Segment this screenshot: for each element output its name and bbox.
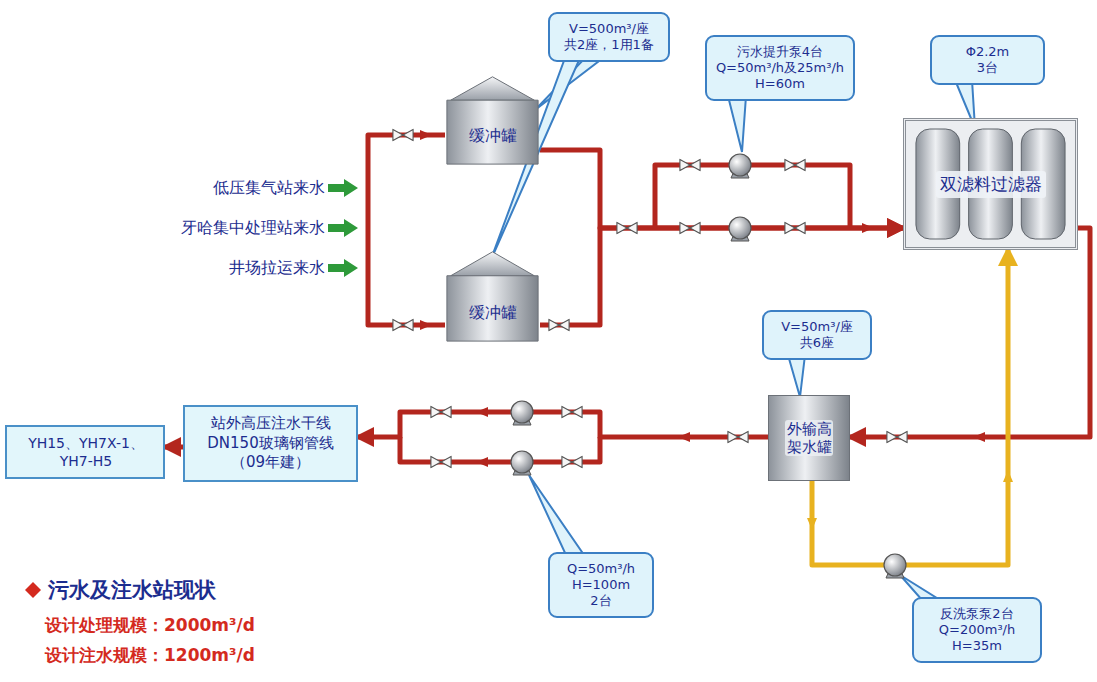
design-capacity-note: 设计注水规模：1200m³/d bbox=[45, 644, 255, 667]
valve-symbol bbox=[393, 320, 413, 331]
valve-symbol bbox=[680, 160, 700, 171]
callout-tail bbox=[788, 355, 805, 397]
title-bullet bbox=[25, 582, 41, 598]
flow-arrow bbox=[678, 432, 690, 442]
valve-symbol bbox=[431, 407, 451, 418]
design-capacity-note: 设计处理规模：2000m³/d bbox=[45, 614, 255, 637]
node-text: V=50m³/座 共6座 bbox=[777, 319, 857, 351]
node-text: 反洗泵泵2台 Q=200m³/h H=35m bbox=[932, 606, 1022, 654]
valve-symbol bbox=[549, 320, 569, 331]
injection-branch-pipe bbox=[400, 437, 600, 462]
node-text: 双滤料过滤器 bbox=[936, 171, 1046, 198]
pump-symbol bbox=[884, 554, 906, 578]
pump-branch-pipe bbox=[655, 165, 850, 228]
flow-arrow bbox=[420, 130, 432, 140]
valve-symbol bbox=[680, 223, 700, 234]
valve-symbol bbox=[431, 457, 451, 468]
callout-tail bbox=[529, 475, 584, 555]
flow-arrow bbox=[476, 407, 488, 417]
process-pipe bbox=[540, 150, 903, 228]
valve-symbol bbox=[393, 130, 413, 141]
flow-arrow bbox=[420, 320, 432, 330]
process-pipe bbox=[165, 445, 183, 450]
tank-roof bbox=[451, 252, 535, 276]
pump-symbol bbox=[511, 451, 533, 475]
valve-symbol bbox=[887, 432, 907, 443]
callout-note: Q=50m³/h H=100m 2台 bbox=[548, 552, 654, 618]
callout-note: Φ2.2m 3台 bbox=[930, 35, 1045, 85]
inlet-arrow bbox=[328, 219, 358, 237]
inlet-arrow bbox=[328, 179, 358, 197]
tank-outline bbox=[445, 75, 540, 165]
node-text: 外输高架水罐 bbox=[785, 420, 833, 456]
pump-symbol bbox=[729, 217, 751, 241]
process-pipe bbox=[850, 228, 1090, 437]
diagram-title: 污水及注水站现状 bbox=[48, 576, 216, 604]
inlet-source-label: 低压集气站来水 bbox=[150, 178, 325, 199]
valve-symbol bbox=[562, 407, 582, 418]
tank-outline bbox=[445, 250, 540, 342]
flow-arrow bbox=[476, 457, 488, 467]
pipeline-box: 站外高压注水干线 DN150玻璃钢管线（09年建） bbox=[183, 405, 358, 482]
buffer-tank: 缓冲罐 bbox=[445, 75, 540, 165]
inlet-arrow bbox=[328, 259, 358, 277]
tank-body bbox=[769, 396, 849, 480]
flow-arrow bbox=[807, 518, 817, 530]
valve-symbol bbox=[785, 160, 805, 171]
node-text: YH15、YH7X-1、YH7-H5 bbox=[15, 434, 157, 470]
node-text: 缓冲罐 bbox=[469, 303, 517, 322]
pipeline-box: YH15、YH7X-1、YH7-H5 bbox=[5, 425, 165, 479]
node-text: 污水提升泵4台 Q=50m³/h及25m³/h H=60m bbox=[715, 44, 845, 92]
callout-note: V=500m³/座 共2座，1用1备 bbox=[548, 12, 670, 62]
pump-symbol bbox=[729, 154, 751, 178]
tank-body bbox=[447, 100, 538, 164]
callout-note: 污水提升泵4台 Q=50m³/h及25m³/h H=60m bbox=[705, 35, 855, 101]
flow-arrow bbox=[1003, 470, 1013, 482]
elevated-tank: 外输高架水罐 bbox=[768, 395, 850, 481]
flow-arrow bbox=[973, 432, 985, 442]
callout-tail bbox=[728, 96, 746, 152]
valve-symbol bbox=[785, 223, 805, 234]
tank-body bbox=[447, 276, 538, 341]
filter-unit: 双滤料过滤器 bbox=[903, 118, 1078, 250]
node-text: Q=50m³/h H=100m 2台 bbox=[566, 561, 636, 609]
inlet-source-label: 井场拉运来水 bbox=[150, 258, 325, 279]
callout-note: 反洗泵泵2台 Q=200m³/h H=35m bbox=[912, 597, 1042, 663]
tank-roof bbox=[451, 77, 535, 100]
inlet-source-label: 牙哈集中处理站来水 bbox=[150, 218, 325, 239]
node-text: 站外高压注水干线 DN150玻璃钢管线（09年建） bbox=[196, 414, 346, 473]
buffer-tank: 缓冲罐 bbox=[445, 250, 540, 342]
valve-symbol bbox=[728, 432, 748, 443]
callout-note: V=50m³/座 共6座 bbox=[762, 310, 872, 360]
pump-symbol bbox=[511, 401, 533, 425]
inlet-header-pipe bbox=[368, 135, 445, 325]
valve-symbol bbox=[562, 457, 582, 468]
valve-symbol bbox=[617, 223, 637, 234]
node-text: V=500m³/座 共2座，1用1备 bbox=[559, 21, 659, 53]
node-text: Φ2.2m 3台 bbox=[963, 44, 1013, 76]
node-text: 缓冲罐 bbox=[469, 126, 517, 145]
flow-arrow bbox=[862, 223, 874, 233]
